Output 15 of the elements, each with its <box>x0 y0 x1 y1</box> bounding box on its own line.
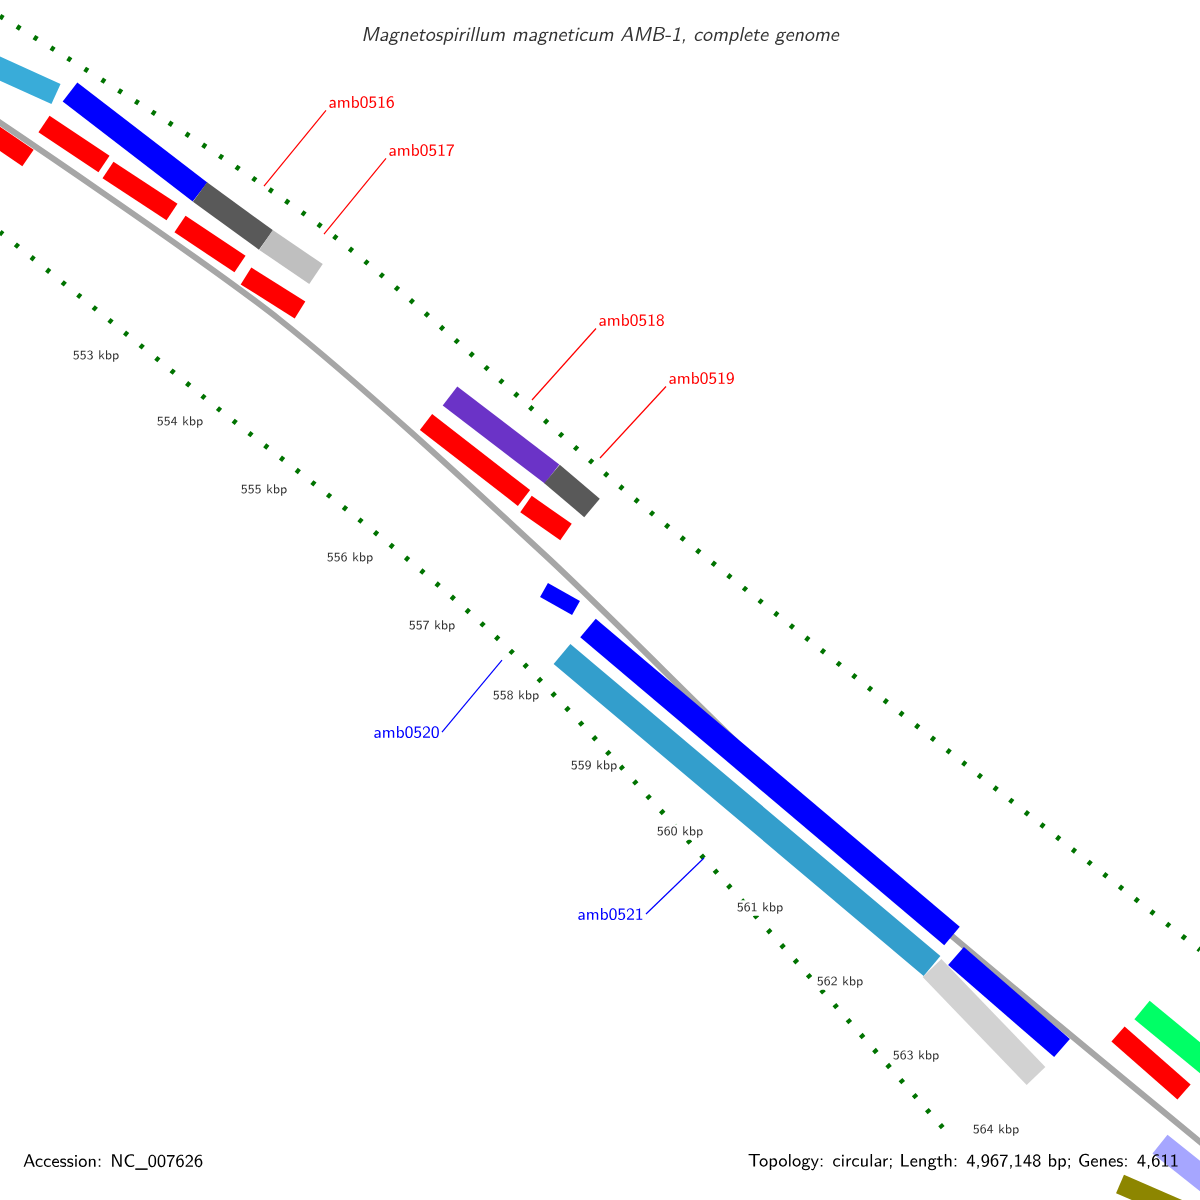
leader-line <box>531 327 597 401</box>
gene-label: amb0518 <box>599 313 664 327</box>
leader-line <box>323 157 387 235</box>
leader-line <box>441 659 503 733</box>
gene-label: amb0516 <box>329 95 394 109</box>
accession-label: Accession: NC_007626 <box>23 1154 203 1170</box>
leader-line <box>599 385 667 459</box>
gene-label: amb0521 <box>578 907 643 921</box>
leader-line <box>263 109 327 187</box>
gene-label: amb0517 <box>389 143 454 157</box>
title: Magnetospirillum magneticum AMB-1, complete genome <box>363 27 840 45</box>
gene-label: amb0520 <box>374 725 439 739</box>
leader-line <box>645 857 705 915</box>
gene-label: amb0519 <box>669 371 734 385</box>
genome-info-label: Topology: circular; Length: 4,967,148 bp; Genes: 4,611 <box>748 1153 1178 1171</box>
